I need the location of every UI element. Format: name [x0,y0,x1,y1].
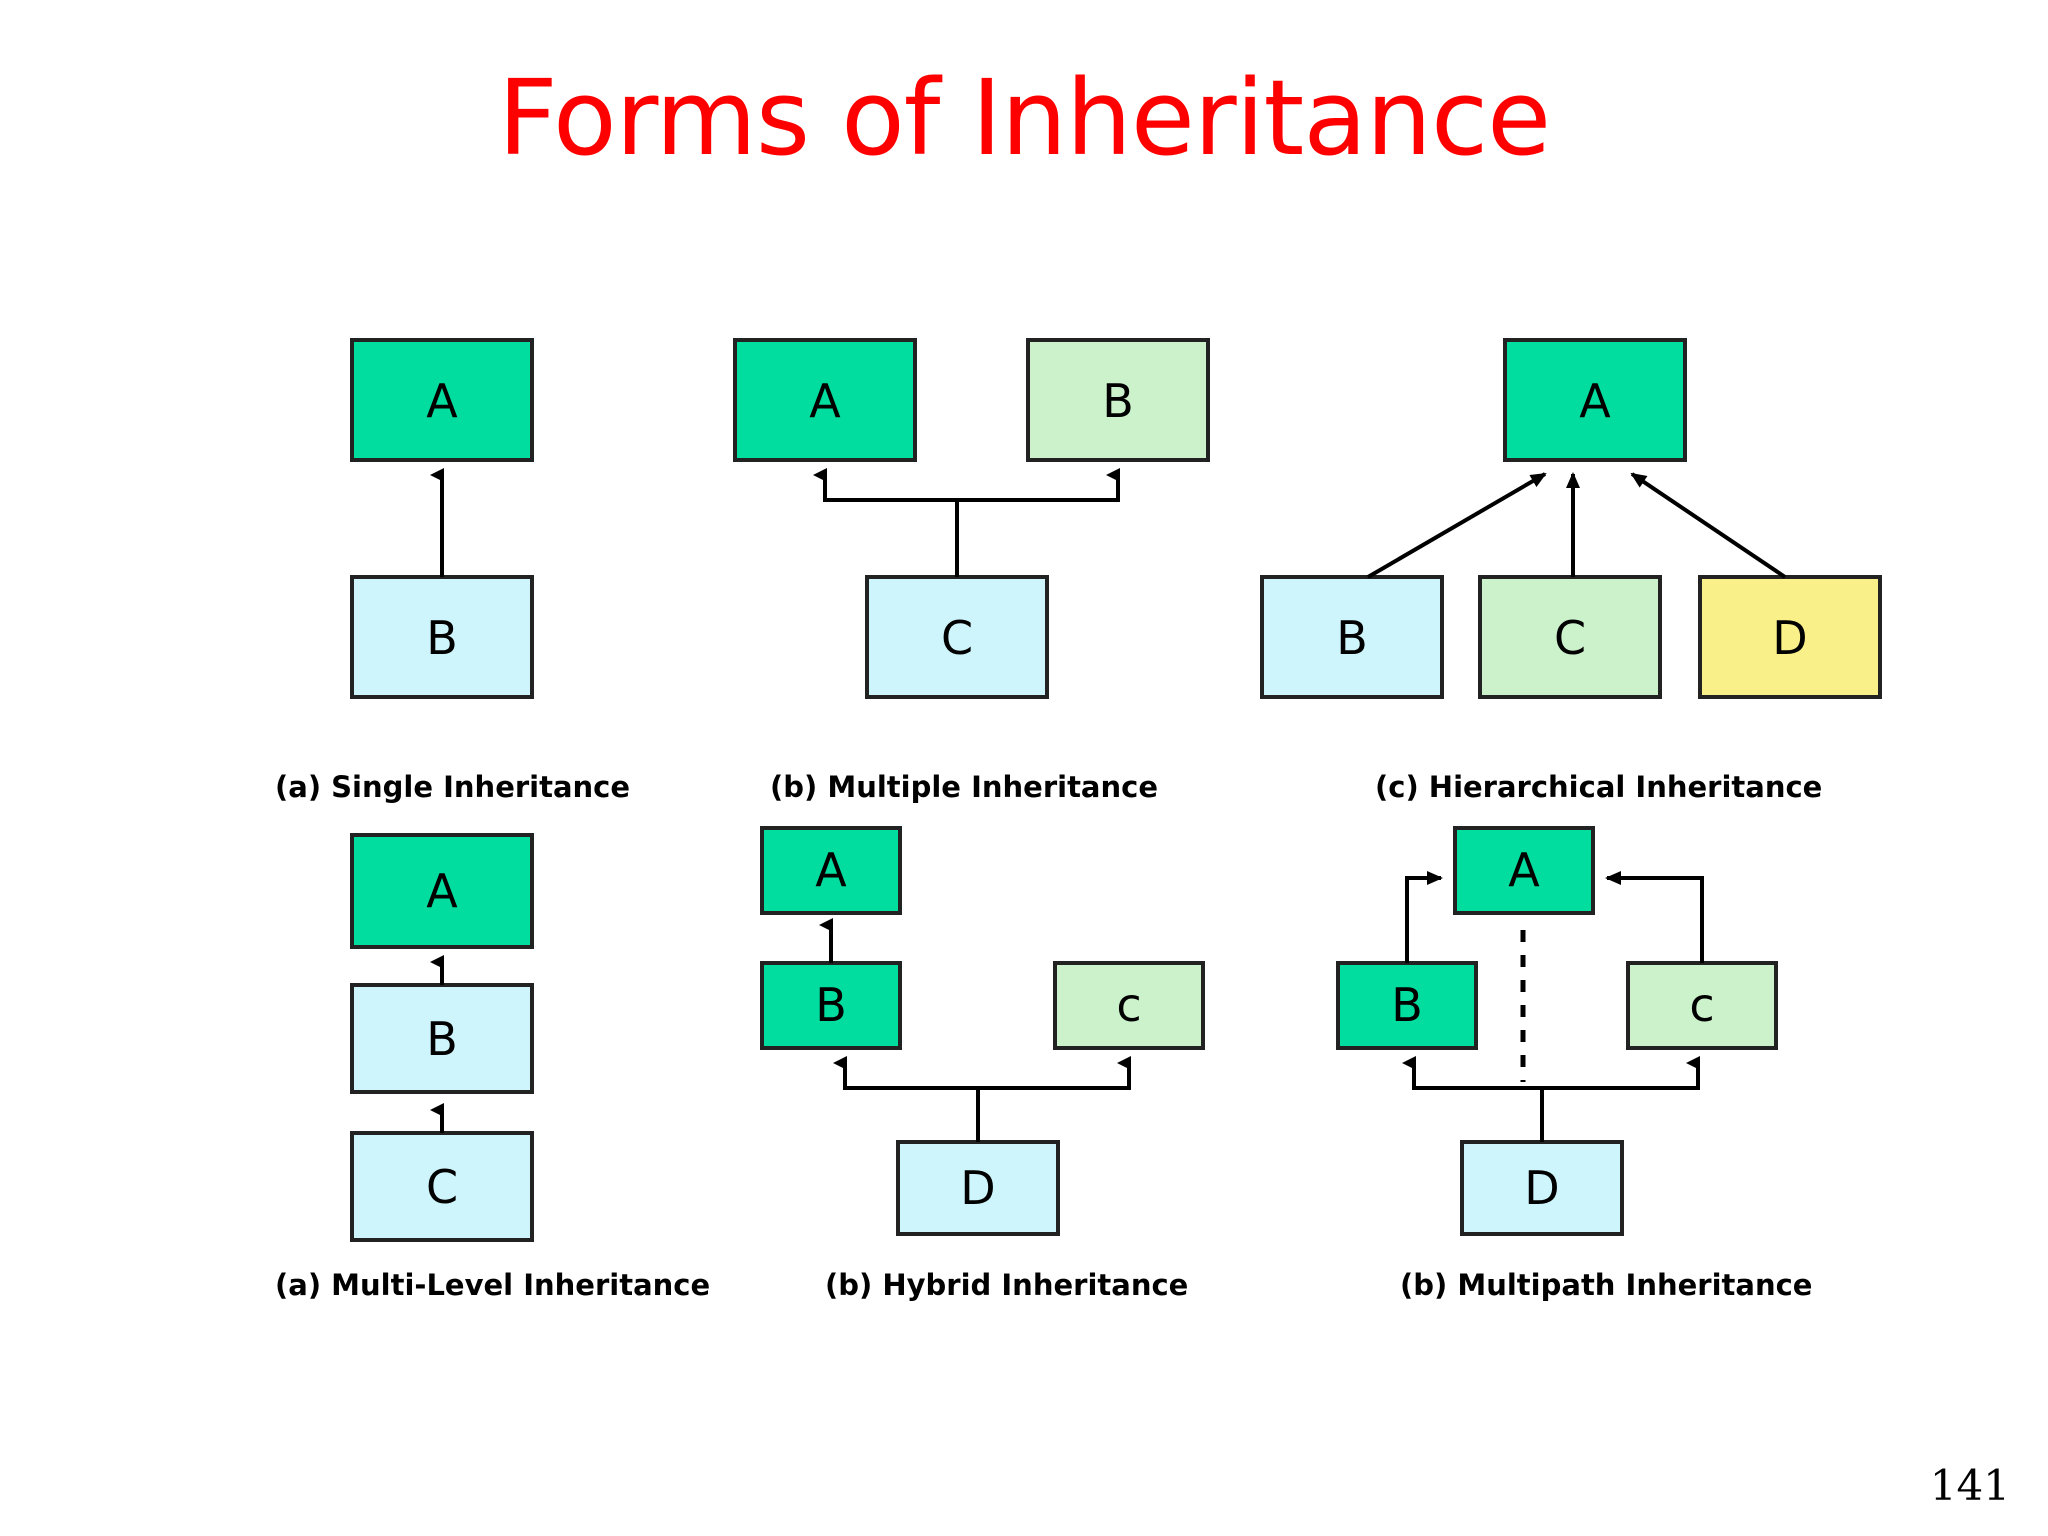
node-c[interactable]: c [1626,961,1778,1050]
node-a[interactable]: A [1453,826,1595,915]
node-box-c[interactable] [1478,575,1662,699]
node-b[interactable]: B [1026,338,1210,462]
node-box-a[interactable] [760,826,902,915]
node-c[interactable]: C [350,1131,534,1242]
edge-b-to-a [1366,472,1547,579]
node-box-b[interactable] [1260,575,1444,699]
node-label-c: c [1116,978,1141,1032]
node-label-b: B [1391,978,1423,1032]
node-box-d[interactable] [1698,575,1882,699]
node-d[interactable]: D [1698,575,1882,699]
node-label-c: C [1554,611,1586,665]
node-b[interactable]: B [1336,961,1478,1050]
node-box-a[interactable] [1503,338,1687,462]
page-number: 141 [1929,1461,2010,1510]
diagram-multiple-inheritance: A B C (b) Multiple Inheritance [733,338,1210,804]
node-box-b[interactable] [1336,961,1478,1050]
node-box-c[interactable] [1053,961,1205,1050]
diagram-multipath-inheritance: A B c D (b) Multipath Inheritance [1336,826,1812,1302]
node-b[interactable]: B [1260,575,1444,699]
edge-b-to-a [1405,871,1443,963]
node-label-a: A [809,374,841,428]
caption-single-inheritance: (a) Single Inheritance [275,770,630,804]
edge-c-to-b [957,468,1120,502]
node-label-b: B [426,1012,458,1066]
node-label-b: B [1336,611,1368,665]
edge-c-to-a [813,468,959,577]
node-box-a[interactable] [350,338,534,462]
node-box-b[interactable] [760,961,902,1050]
node-b[interactable]: B [350,983,534,1094]
caption-hybrid-inheritance: (b) Hybrid Inheritance [825,1268,1188,1302]
edge-d-to-b [833,1056,980,1142]
edge-d-to-b [1402,1056,1544,1142]
node-label-a: A [1508,843,1540,897]
node-label-c: c [1689,978,1714,1032]
node-label-b: B [815,978,847,1032]
node-box-c[interactable] [350,1131,534,1242]
node-box-a[interactable] [733,338,917,462]
node-label-c: C [941,611,973,665]
node-a[interactable]: A [350,833,534,949]
node-label-b: B [1102,374,1134,428]
node-a[interactable]: A [733,338,917,462]
node-a[interactable]: A [350,338,534,462]
node-b[interactable]: B [350,575,534,699]
diagram-hierarchical-inheritance: A B C D (c) Hierarchical Inheritance [1260,338,1882,804]
node-label-a: A [1579,374,1611,428]
node-label-b: B [426,611,458,665]
node-label-d: D [960,1161,995,1215]
edge-d-to-c [978,1056,1131,1090]
caption-multilevel-inheritance: (a) Multi-Level Inheritance [275,1268,710,1302]
edge-d-to-a [1630,472,1787,579]
node-label-a: A [815,843,847,897]
node-box-d[interactable] [896,1140,1060,1236]
node-c[interactable]: C [1478,575,1662,699]
node-label-c: C [426,1160,458,1214]
node-a[interactable]: A [1503,338,1687,462]
node-box-b[interactable] [1026,338,1210,462]
node-box-a[interactable] [350,833,534,949]
node-c[interactable]: c [1053,961,1205,1050]
caption-multipath-inheritance: (b) Multipath Inheritance [1400,1268,1812,1302]
caption-hierarchical-inheritance: (c) Hierarchical Inheritance [1375,770,1822,804]
node-label-d: D [1524,1161,1559,1215]
page-title: Forms of Inheritance [497,57,1551,179]
edge-d-to-c [1542,1056,1700,1090]
diagram-multilevel-inheritance: A B C (a) Multi-Level Inheritance [275,833,710,1302]
node-box-c[interactable] [865,575,1049,699]
caption-multiple-inheritance: (b) Multiple Inheritance [770,770,1158,804]
edge-c-to-a [1605,871,1704,963]
diagram-single-inheritance: A B (a) Single Inheritance [275,338,630,804]
node-label-a: A [426,864,458,918]
node-a[interactable]: A [760,826,902,915]
node-label-d: D [1772,611,1807,665]
node-label-a: A [426,374,458,428]
node-c[interactable]: C [865,575,1049,699]
node-box-a[interactable] [1453,826,1595,915]
node-box-d[interactable] [1460,1140,1624,1236]
node-b[interactable]: B [760,961,902,1050]
node-d[interactable]: D [1460,1140,1624,1236]
node-d[interactable]: D [896,1140,1060,1236]
diagram-hybrid-inheritance: A B c D (b) Hybrid Inheritance [760,826,1205,1302]
